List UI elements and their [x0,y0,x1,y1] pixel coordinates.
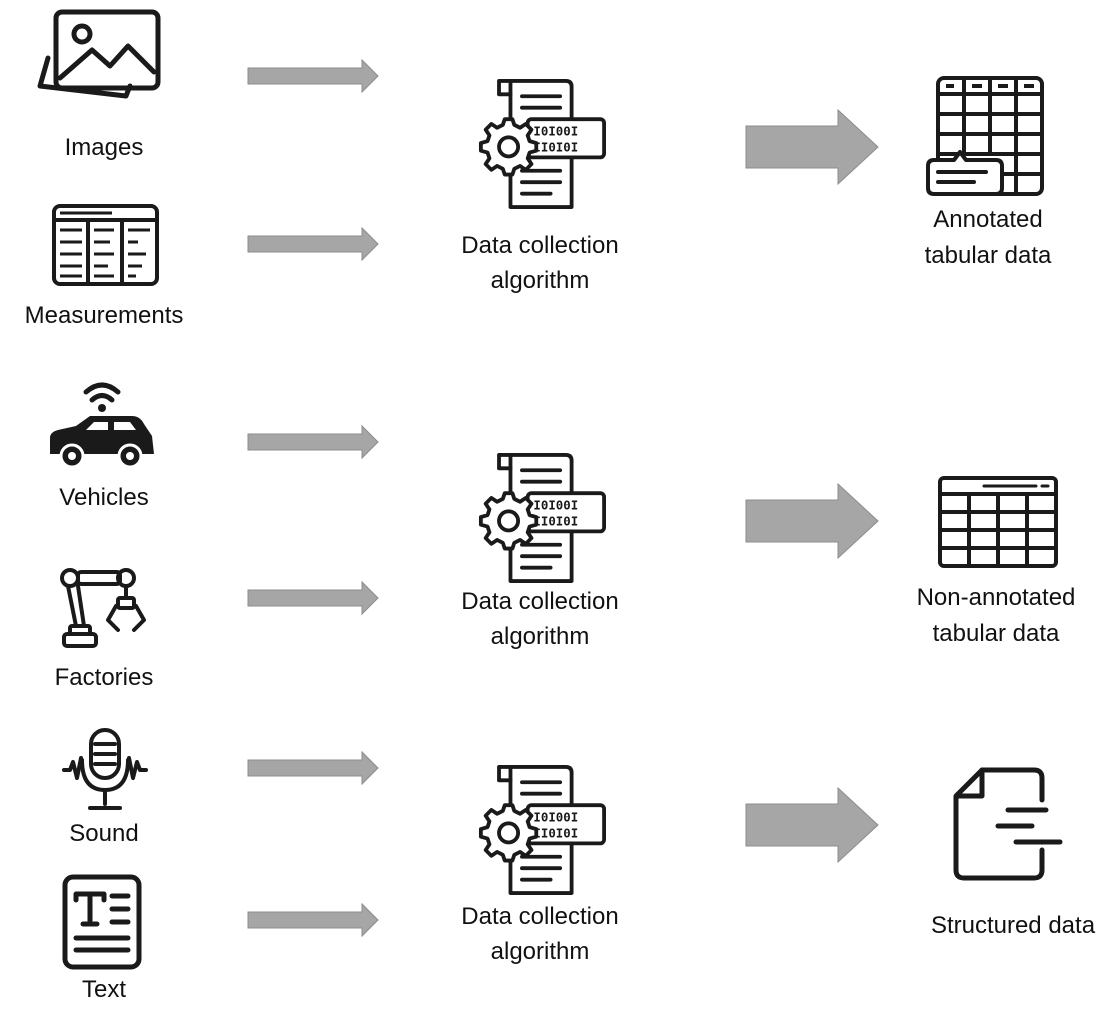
input-arrow-images [246,58,380,94]
processor-label-3-line2: algorithm [490,938,590,965]
input-arrow-factories [246,580,380,616]
algorithm-document-icon-2 [478,448,606,588]
output-arrow-annotated [744,108,880,186]
measurement-table-icon [52,204,159,286]
microphone-icon [62,728,148,812]
table-icon [938,476,1058,568]
robot-arm-icon [60,566,150,650]
connected-car-icon [46,378,158,472]
input-label-text: Text [81,976,126,1003]
input-label-vehicles: Vehicles [59,484,149,511]
output-label-annotated-line2: tabular data [924,242,1052,269]
image-icon [34,8,162,100]
annotated-table-icon [926,74,1046,198]
input-label-sound: Sound [69,820,139,847]
output-arrow-structured [744,786,880,864]
output-label-non-annotated-line2: tabular data [932,620,1060,647]
output-label-structured: Structured data [930,912,1096,939]
input-arrow-text [246,902,380,938]
output-label-non-annotated-line1: Non-annotated [916,584,1076,611]
input-arrow-measurements [246,226,380,262]
output-label-annotated-line1: Annotated [933,206,1043,233]
input-arrow-vehicles [246,424,380,460]
structured-file-icon [950,766,1066,884]
input-arrow-sound [246,750,380,786]
text-document-icon [62,874,142,970]
processor-label-3-line1: Data collection [461,903,619,930]
input-label-images: Images [64,134,144,161]
input-label-factories: Factories [54,664,154,691]
algorithm-document-icon-3 [478,760,606,900]
processor-label-2-line2: algorithm [490,623,590,650]
processor-label-1-line2: algorithm [490,267,590,294]
algorithm-document-icon-1 [478,74,606,214]
output-arrow-non-annotated [744,482,880,560]
input-label-measurements: Measurements [24,302,184,329]
processor-label-2-line1: Data collection [461,588,619,615]
processor-label-1-line1: Data collection [461,232,619,259]
